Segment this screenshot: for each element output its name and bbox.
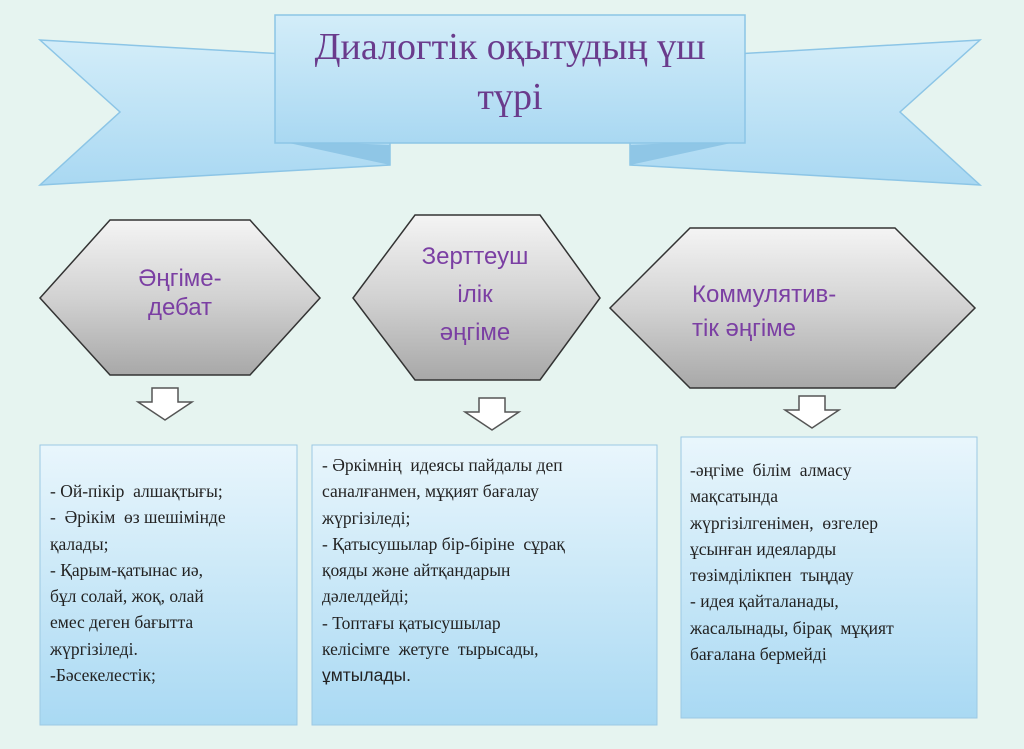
hexagon-2: [352, 214, 601, 381]
type-label-2: Зерттеуш ілік әңгіме: [375, 238, 575, 352]
hexagon-1: [38, 219, 322, 376]
type-label-3: Коммулятив- тік әңгіме: [692, 278, 836, 346]
title-line: Диалогтік оқытудың үш: [314, 26, 706, 68]
label-line: Әңгіме-: [138, 265, 222, 292]
text-line: -әңгіме білім алмасу: [690, 460, 852, 480]
text-line: бағалана бермейді: [690, 644, 827, 665]
text-line: - Қарым-қатынас иә,: [50, 559, 204, 580]
text-line: ұмтылады.: [322, 665, 411, 686]
text-line: жүргізілгенімен, өзгелер: [690, 512, 879, 533]
title-ribbon: [37, 14, 983, 186]
ribbon-center: [274, 14, 746, 144]
text-line: мақсатында: [690, 486, 778, 507]
text-line: жасалынады, бірақ мұқият: [690, 617, 894, 638]
down-arrow-icon: [462, 397, 522, 431]
text-line: төзімділікпен тыңдау: [690, 565, 854, 586]
label-line: Зерттеуш: [421, 243, 529, 270]
label-line: ілік: [457, 281, 493, 308]
text-line: жүргізіледі.: [50, 638, 138, 659]
description-text-2: - Әркімнің идеясы пайдалы деп саналғанме…: [322, 452, 565, 689]
page-title: Диалогтік оқытудың үш түрі: [285, 22, 735, 122]
text-line: - Әрікім өз шешімінде: [50, 507, 226, 528]
type-label-1: Әңгіме- дебат: [60, 264, 300, 322]
description-box-1: [39, 444, 298, 726]
text-line: келісімге жетуге тырысады,: [322, 639, 539, 660]
text-line: ұсынған идеяларды: [690, 538, 837, 559]
text-line: емес деген бағытта: [50, 612, 194, 633]
text-line: саналғанмен, мұқият бағалау: [322, 481, 539, 502]
down-arrow-icon: [782, 395, 842, 429]
label-line: Коммулятив-: [692, 281, 837, 308]
text-line: - Ой-пікір алшақтығы;: [50, 481, 223, 501]
text-line: - Қатысушылар бір-біріне сұрақ: [322, 533, 565, 554]
hexagon-3: [608, 227, 977, 389]
text-line: дәлелдейді;: [322, 586, 409, 607]
text-line: - идея қайталанады,: [690, 591, 839, 612]
text-line: қалады;: [50, 533, 109, 554]
text-line: бұл солай, жоқ, олай: [50, 586, 204, 607]
text-line: -Бәсекелестік;: [50, 665, 156, 686]
description-box-3: [680, 436, 978, 719]
label-line: дебат: [147, 294, 213, 321]
description-text-3: -әңгіме білім алмасу мақсатында жүргізіл…: [690, 457, 894, 667]
text-line: қояды және айтқандарын: [322, 560, 511, 581]
label-line: тік әңгіме: [692, 315, 797, 342]
title-line: түрі: [477, 76, 543, 118]
text-line: - Топтағы қатысушылар: [322, 612, 501, 633]
description-text-1: - Ой-пікір алшақтығы; - Әрікім өз шешімі…: [50, 478, 226, 688]
label-line: әңгіме: [439, 319, 511, 346]
description-box-2: [311, 444, 658, 726]
text-line: жүргізіледі;: [322, 507, 411, 528]
text-line: - Әркімнің идеясы пайдалы деп: [322, 455, 563, 475]
down-arrow-icon: [135, 387, 195, 421]
